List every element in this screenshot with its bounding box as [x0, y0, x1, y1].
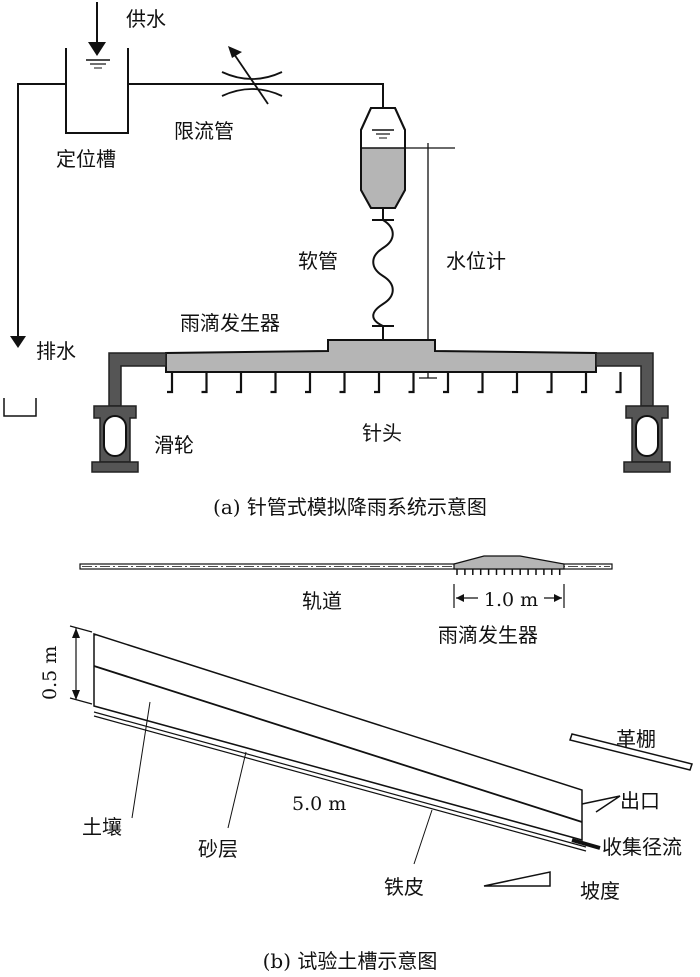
- label-sheet: 铁皮: [384, 875, 424, 899]
- leader-lines: [131, 701, 433, 865]
- needles: [167, 372, 622, 394]
- needle: [408, 372, 415, 394]
- label-hose: 软管: [298, 249, 338, 273]
- panel-a: [3, 2, 671, 473]
- label-gen-width: 1.0 m: [484, 589, 538, 611]
- caption-b: (b) 试验土槽示意图: [263, 949, 438, 973]
- caption-a: (a) 针管式模拟降雨系统示意图: [213, 495, 487, 519]
- supply-line: [128, 83, 384, 108]
- rain-generator: [165, 339, 597, 373]
- label-soil: 土壤: [82, 815, 122, 839]
- label-restrictor: 限流管: [174, 119, 234, 143]
- label-length: 5.0 m: [292, 793, 346, 815]
- label-runoff: 收集径流: [602, 835, 682, 859]
- label-generator-b: 雨滴发生器: [438, 623, 538, 647]
- needle: [236, 372, 243, 394]
- needle: [167, 372, 174, 394]
- width-dimension: [453, 584, 565, 608]
- label-slope: 坡度: [580, 879, 620, 903]
- depth-dimension: [69, 625, 93, 705]
- label-outlet: 出口: [620, 789, 660, 813]
- flow-restrictor: [221, 46, 283, 105]
- rain-generator-small: [453, 555, 565, 575]
- reservoir: [360, 107, 406, 209]
- label-needle: 针头: [362, 421, 402, 445]
- needle: [305, 372, 312, 394]
- roof: [569, 733, 693, 771]
- runoff-collector: [571, 838, 601, 850]
- label-sand: 砂层: [198, 837, 238, 861]
- needle: [546, 372, 553, 394]
- slope-wedge: [483, 871, 551, 887]
- hose: [372, 208, 394, 340]
- outlet: [581, 795, 621, 813]
- needle: [477, 372, 484, 394]
- needle: [581, 372, 588, 394]
- needle: [443, 372, 450, 394]
- needle: [270, 372, 277, 394]
- positioning-tank: [65, 48, 129, 134]
- drain-pipe: [3, 83, 66, 417]
- label-supply: 供水: [126, 7, 166, 31]
- label-track: 轨道: [302, 589, 342, 613]
- label-tank: 定位槽: [56, 147, 116, 171]
- needle: [512, 372, 519, 394]
- frame: [108, 352, 654, 407]
- water-level-gauge: [405, 143, 455, 379]
- panel-b: [69, 555, 693, 887]
- label-gauge: 水位计: [446, 249, 506, 273]
- needle: [201, 372, 208, 394]
- needle: [374, 372, 381, 394]
- soil-trough: [93, 632, 587, 852]
- label-pulley: 滑轮: [154, 433, 194, 457]
- label-drain: 排水: [36, 339, 76, 363]
- supply-arrow: [88, 2, 106, 56]
- pulley-right: [623, 405, 671, 473]
- pulley-left: [91, 405, 139, 473]
- label-depth: 0.5 m: [39, 646, 61, 700]
- needle: [615, 372, 622, 394]
- needle: [339, 372, 346, 394]
- label-generator-a: 雨滴发生器: [180, 311, 280, 335]
- label-roof: 革棚: [616, 727, 656, 751]
